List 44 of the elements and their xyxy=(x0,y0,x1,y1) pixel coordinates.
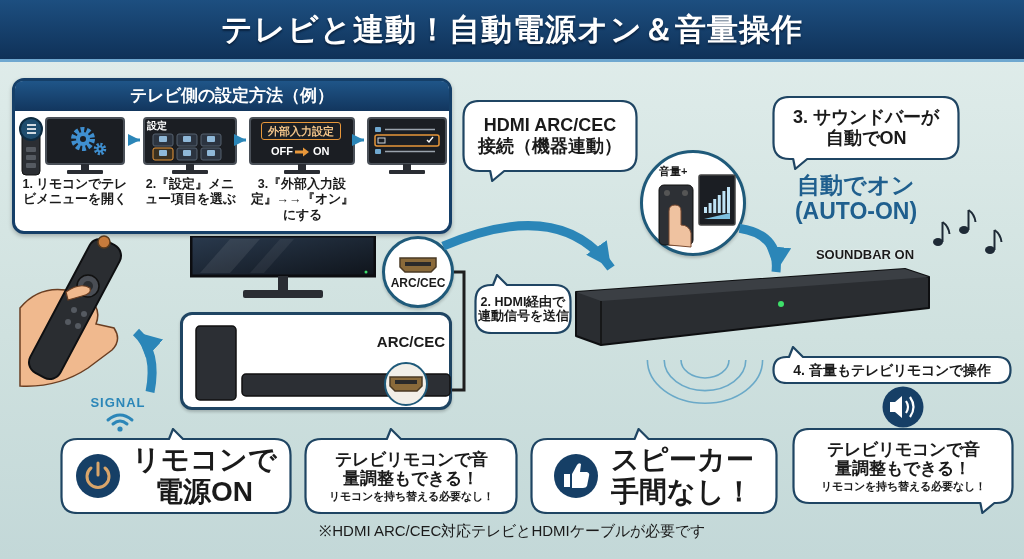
step-caption: 3.『外部入力設定』→→『オン』にする xyxy=(249,177,355,223)
speech-bubble xyxy=(772,346,1012,384)
setup-panel xyxy=(12,78,452,234)
zoom-circle xyxy=(382,236,454,308)
setting-item: 外部入力設定 xyxy=(261,122,341,141)
footnote: ※HDMI ARC/CEC対応テレビとHDMIケーブルが必要です xyxy=(318,522,706,540)
title: テレビと連動！自動電源オン＆音量操作 xyxy=(221,11,803,48)
bubble-text: HDMI ARC/CEC接続（機器連動） xyxy=(477,115,623,157)
speech-bubble xyxy=(474,274,572,334)
speech-bubble xyxy=(772,96,960,170)
speech-bubble xyxy=(462,100,638,182)
soundbar-card xyxy=(180,312,452,410)
bubble-text: テレビリモコンで音量調整もできる！ xyxy=(333,449,489,489)
step-caption: 2.『設定』メニュー項目を選ぶ xyxy=(143,177,237,208)
arrow xyxy=(352,134,364,146)
cable-line xyxy=(452,270,466,392)
status-label: SOUNDBAR ON xyxy=(814,248,916,263)
speech-bubble xyxy=(792,428,1014,514)
bubble-text: リモコンで電源ON xyxy=(131,443,277,509)
arrow xyxy=(441,221,615,271)
speech-bubble xyxy=(60,428,292,514)
bubble-text: スピーカー手間なし！ xyxy=(609,443,755,509)
arrow xyxy=(132,328,163,393)
arrow xyxy=(234,134,246,146)
speech-bubble xyxy=(530,428,778,514)
bubble-text: 2. HDMI経由で連動信号を送信 xyxy=(476,294,570,324)
step-caption: 1. リモコンでテレビメニューを開く xyxy=(21,177,129,208)
state-text: ON xyxy=(313,145,330,158)
bubble-subtext: リモコンを持ち替える必要なし！ xyxy=(328,489,494,503)
bubble-text: 3. サウンドバーが自動でON xyxy=(792,107,941,149)
state-text: OFF xyxy=(271,145,293,158)
tv-drawing xyxy=(190,236,376,300)
signal-label: SIGNAL xyxy=(89,396,147,411)
speech-bubble xyxy=(304,428,518,514)
arrow xyxy=(128,134,140,146)
panel-title: テレビ側の設定方法（例） xyxy=(130,86,334,106)
screen-title: 設定 xyxy=(147,120,167,132)
port-label: ARC/CEC xyxy=(375,333,447,351)
bubble-text: テレビリモコンで音量調整もできる！ xyxy=(825,439,981,479)
port-label: ARC/CEC xyxy=(389,277,447,291)
bubble-subtext: リモコンを持ち替える必要なし！ xyxy=(820,479,986,493)
status-text: 自動でオン(AUTO-ON) xyxy=(793,172,919,225)
volume-label: 音量+ xyxy=(659,165,688,178)
bubble-text: 4. 音量もテレビリモコンで操作 xyxy=(793,361,991,379)
